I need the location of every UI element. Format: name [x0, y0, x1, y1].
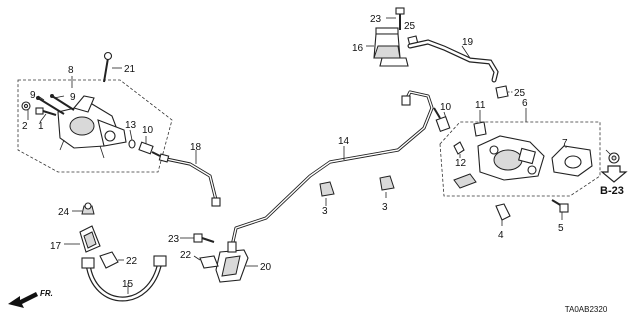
front-direction-arrow-icon	[8, 292, 38, 308]
washer-part	[21, 101, 31, 111]
clutch-pipe-14	[230, 90, 434, 248]
o-ring-part	[128, 139, 136, 149]
slave-cylinder-group-frame	[439, 121, 601, 197]
callout-14: 14	[338, 136, 350, 147]
clip-24	[72, 202, 95, 215]
pipe-joint-10b	[433, 107, 451, 133]
seal-ring-part	[608, 152, 620, 164]
callout-4: 4	[498, 230, 504, 241]
callout-8: 8	[68, 65, 74, 76]
callout-2: 2	[22, 121, 28, 132]
callout-23a: 23	[168, 234, 180, 245]
hose-clip-25b	[495, 85, 514, 99]
callout-3b: 3	[382, 202, 388, 213]
callout-9a: 9	[30, 90, 36, 101]
bolt-part	[35, 107, 57, 116]
callout-22a: 22	[126, 256, 138, 267]
clutch-slave-cylinder	[477, 135, 545, 181]
mounting-bolt-21	[103, 51, 122, 83]
clutch-hose-15	[81, 255, 167, 302]
front-direction-label: FR.	[40, 289, 53, 298]
reservoir-hose-19	[407, 39, 499, 83]
clutch-pipe-18	[158, 150, 221, 207]
pipe-clamp-3a	[319, 181, 335, 206]
callout-10b: 10	[440, 102, 452, 113]
callout-16: 16	[352, 43, 364, 54]
clip-22b	[193, 255, 219, 269]
callout-18: 18	[190, 142, 202, 153]
master-cylinder-group-frame	[17, 79, 173, 173]
callout-24: 24	[58, 207, 70, 218]
diagram-code: TA0AB2320	[565, 305, 608, 314]
callout-5: 5	[558, 223, 564, 234]
callout-25a: 25	[404, 21, 416, 32]
callout-17: 17	[50, 241, 62, 252]
gasket-7	[551, 145, 593, 177]
clip-4	[495, 203, 511, 226]
bleeder-screw-12	[453, 141, 465, 158]
callout-9b: 9	[70, 92, 76, 103]
leader-lines	[27, 95, 611, 155]
callout-13: 13	[125, 120, 137, 131]
bolt-5	[551, 199, 569, 220]
clutch-fluid-reservoir	[366, 27, 409, 67]
clip-22a	[99, 251, 124, 269]
callout-23b: 23	[370, 14, 382, 25]
flare-bolt-23	[180, 233, 215, 243]
clutch-master-cylinder	[57, 95, 127, 159]
clip-11	[473, 110, 487, 137]
callout-6: 6	[522, 98, 528, 109]
bracket-17	[64, 225, 101, 253]
callout-10a: 10	[142, 125, 154, 136]
section-reference-arrow-icon	[600, 165, 628, 183]
callout-22b: 22	[180, 250, 192, 261]
section-reference-label: B-23	[600, 185, 624, 197]
callout-19: 19	[462, 37, 474, 48]
callout-11: 11	[475, 100, 486, 111]
callout-21: 21	[124, 64, 136, 75]
callout-20: 20	[260, 262, 272, 273]
callout-1: 1	[38, 121, 44, 132]
callout-15: 15	[122, 279, 134, 290]
hose-bracket-part	[453, 173, 477, 189]
callout-12: 12	[455, 158, 467, 169]
pipe-clamp-3b	[379, 175, 395, 198]
pipe-joint-10a	[138, 141, 161, 157]
reservoir-bolt-23	[386, 7, 405, 30]
callout-7: 7	[562, 138, 568, 149]
callout-3a: 3	[322, 206, 328, 217]
bracket-20	[215, 241, 258, 283]
callout-25b: 25	[514, 88, 526, 99]
